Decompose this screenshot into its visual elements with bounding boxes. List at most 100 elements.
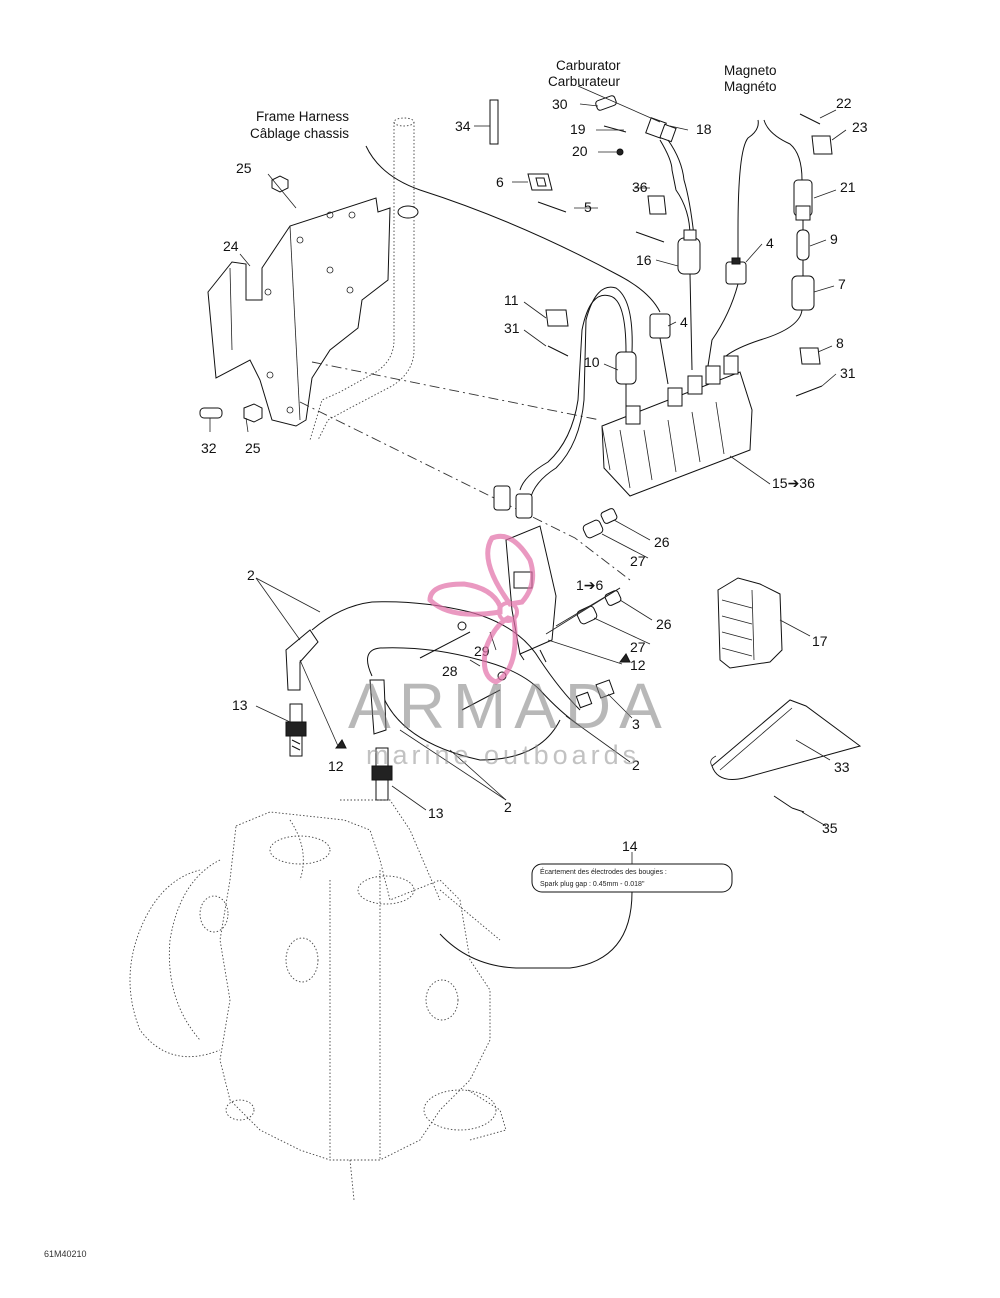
leader-lines	[209, 85, 847, 864]
part-label-15-36: 15➔36	[772, 475, 815, 491]
screw-5	[537, 201, 665, 243]
part-label-16: 16	[636, 252, 652, 268]
magneto-wire	[737, 119, 759, 262]
part-label-1-6: 1➔6	[576, 577, 604, 593]
part-label-17: 17	[812, 633, 828, 649]
part-label-24: 24	[223, 238, 239, 254]
part-label-14: 14	[622, 838, 638, 854]
coil-wire	[529, 286, 633, 501]
mounting-bracket	[207, 197, 391, 427]
spark-plug-right	[371, 747, 393, 801]
spark-plug-gap-note: Écartement des électrodes des bougies : …	[439, 863, 733, 969]
propeller-logo-icon	[427, 533, 536, 685]
spark-plug-cap	[285, 629, 387, 735]
part-label-22: 22	[836, 95, 852, 111]
part-label-13-left: 13	[232, 697, 248, 713]
spacer-32	[199, 407, 223, 419]
part-label-10: 10	[584, 354, 600, 370]
part-label-6: 6	[496, 174, 504, 190]
part-label-9: 9	[830, 231, 838, 247]
part-label-32: 32	[201, 440, 217, 456]
note-line-2: Spark plug gap : 0.45mm - 0.018"	[540, 881, 645, 888]
nut-25-upper	[271, 175, 289, 193]
part-label-26-lower: 26	[656, 616, 672, 632]
ignition-coil	[493, 485, 557, 663]
part-label-4-lower: 4	[680, 314, 688, 330]
bolt-28	[419, 631, 501, 711]
wire	[689, 273, 693, 371]
part-label-7: 7	[838, 276, 846, 292]
part-label-5: 5	[584, 199, 592, 215]
resistor-9	[796, 220, 810, 276]
part-label-28: 28	[442, 663, 458, 679]
alignment-line	[311, 361, 601, 421]
part-label-12-left: 12	[328, 758, 344, 774]
ignition-module	[601, 355, 753, 497]
connector-7	[725, 275, 815, 357]
part-number-labels: 22 30 23 34 19 18 20 25 6 36 21 5 9 4 24…	[201, 95, 868, 854]
clip-23	[811, 135, 833, 155]
part-label-2-top: 2	[247, 567, 255, 583]
connector-21	[793, 179, 813, 221]
frame-harness-wire	[365, 145, 661, 313]
watermark-tagline: marine outboards	[366, 740, 640, 770]
clip-36	[647, 195, 667, 215]
part-label-30: 30	[552, 96, 568, 112]
magneto-wire	[763, 119, 803, 181]
part-label-2-right: 2	[632, 757, 640, 773]
connector-10	[615, 351, 637, 408]
spark-plug-left	[285, 703, 307, 757]
note-line-1: Écartement des électrodes des bougies :	[540, 867, 667, 876]
clip-11	[545, 309, 569, 327]
strip-34	[489, 99, 499, 145]
frame-harness-label: Frame Harness	[256, 109, 349, 124]
o-ring-12	[335, 653, 631, 749]
connector-16	[677, 229, 701, 275]
part-label-13-right: 13	[428, 805, 444, 821]
part-label-11: 11	[504, 292, 519, 308]
part-label-21: 21	[840, 179, 856, 195]
part-label-23: 23	[852, 119, 868, 135]
screw-31-upper	[547, 345, 569, 357]
clip-3	[575, 679, 615, 709]
carburator-connector	[645, 117, 695, 237]
wire	[707, 283, 739, 367]
screw-31-lower	[795, 385, 823, 397]
cap-27-upper	[582, 519, 604, 539]
frame-harness-label-fr: Câblage chassis	[250, 126, 349, 141]
frame-tube	[309, 117, 419, 441]
hardware-30	[595, 95, 617, 111]
part-label-25-upper: 25	[236, 160, 252, 176]
part-label-31-upper: 31	[504, 320, 520, 336]
alignment-line	[299, 401, 631, 581]
coil-wire	[519, 294, 627, 491]
figure-code: 61M40210	[44, 1249, 87, 1259]
part-label-33: 33	[834, 759, 850, 775]
part-label-20: 20	[572, 143, 588, 159]
part-label-3: 3	[632, 716, 640, 732]
magneto-label: Magneto	[724, 63, 777, 78]
part-label-8: 8	[836, 335, 844, 351]
screw-35	[773, 795, 805, 813]
cover-17	[717, 577, 783, 669]
part-label-18: 18	[696, 121, 712, 137]
shield-33	[710, 699, 862, 780]
part-label-35: 35	[822, 820, 838, 836]
connector-4-lower	[649, 313, 671, 385]
clip-8	[799, 347, 821, 365]
part-label-26-upper: 26	[654, 534, 670, 550]
screw-22	[799, 113, 821, 125]
carburator-label-fr: Carburateur	[548, 74, 621, 89]
carburator-label: Carburator	[556, 58, 621, 73]
magneto-label-fr: Magnéto	[724, 79, 777, 94]
cap-26-upper	[600, 508, 618, 524]
part-label-2-bottom: 2	[504, 799, 512, 815]
clip-6	[527, 173, 553, 191]
part-label-19: 19	[570, 121, 586, 137]
part-label-31-lower: 31	[840, 365, 856, 381]
part-label-36: 36	[632, 179, 648, 195]
watermark-brand: ARMADA	[348, 670, 670, 742]
part-label-27-lower: 27	[630, 639, 646, 655]
connector-4-upper	[725, 257, 747, 285]
